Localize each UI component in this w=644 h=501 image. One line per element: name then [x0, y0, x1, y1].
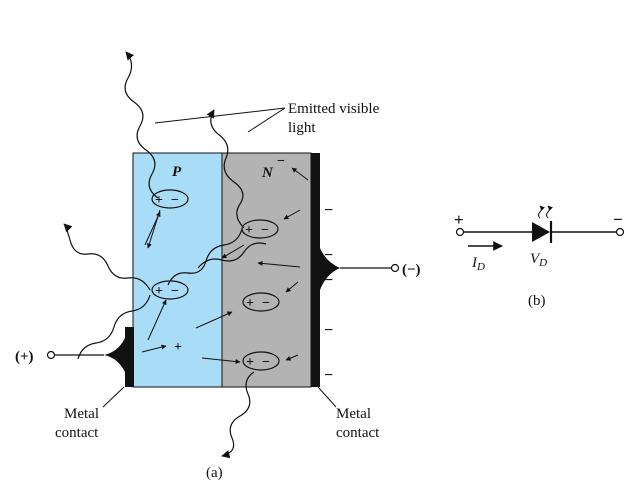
- n-region: [221, 152, 312, 388]
- n-region-label: N: [261, 165, 274, 181]
- pair-3: [151, 280, 189, 300]
- svg-text:−: −: [262, 296, 270, 311]
- svg-text:−: −: [171, 284, 179, 299]
- photon-wave-5: [77, 294, 151, 360]
- right-solder-joint: [320, 248, 340, 290]
- pair-4: [242, 292, 280, 312]
- left-contact-label-2: contact: [55, 425, 99, 441]
- emitted-pointer-1: [154, 107, 286, 124]
- right-terminal: [390, 263, 400, 273]
- pair-1: [151, 189, 189, 209]
- led-plus-sign: +: [454, 210, 464, 229]
- left-solder-joint: [104, 338, 125, 372]
- photon-wave-2: [206, 109, 245, 229]
- emitted-light-label-line1: Emitted visible: [288, 101, 380, 117]
- photon-wave-7: [197, 242, 267, 269]
- photon-wave-6: [221, 371, 255, 459]
- caption-a: (a): [206, 465, 223, 481]
- emitted-pointer-2: [247, 107, 286, 133]
- carrier-arrows: [141, 167, 309, 365]
- svg-text:−: −: [324, 367, 333, 384]
- carrier-pairs: [151, 189, 280, 371]
- svg-text:−: −: [324, 272, 333, 289]
- led-light-wave-2: [546, 205, 553, 219]
- led-minus-sign: −: [613, 210, 623, 229]
- photon-waves: [63, 51, 267, 459]
- svg-text:−: −: [324, 247, 333, 264]
- svg-text:−: −: [262, 355, 270, 370]
- svg-text:−: −: [261, 223, 269, 238]
- minus-terminal-label: (−): [402, 262, 421, 278]
- p-region: [132, 152, 223, 388]
- svg-text:−: −: [277, 154, 285, 169]
- metal-contact-right: [311, 153, 320, 387]
- emitted-light-label-line2: light: [288, 120, 316, 136]
- svg-text:−: −: [324, 202, 333, 219]
- pair-5: [242, 351, 280, 371]
- right-contact-label-2: contact: [336, 425, 380, 441]
- right-contact-label-1: Metal: [336, 406, 371, 422]
- p-region-label: P: [172, 164, 182, 180]
- current-label: ID: [471, 255, 485, 273]
- caption-b: (b): [528, 293, 546, 309]
- voltage-label: VD: [530, 251, 547, 269]
- metal-contact-left: [125, 327, 134, 387]
- svg-text:+: +: [246, 296, 254, 311]
- svg-text:+: +: [155, 193, 163, 208]
- led-right-terminal: [615, 227, 625, 237]
- svg-text:−: −: [324, 322, 333, 339]
- led-symbol: [455, 205, 625, 251]
- photon-wave-1: [124, 51, 159, 199]
- led-light-wave-1: [538, 205, 545, 219]
- pair-2: [241, 219, 279, 239]
- left-contact-leader: [102, 386, 125, 408]
- led-left-terminal: [455, 227, 465, 237]
- contact-minus-charges: − − − − −: [324, 202, 333, 384]
- carrier-signs: + − + − + − + − + − + −: [155, 154, 285, 370]
- led-triangle: [532, 222, 550, 242]
- svg-text:−: −: [171, 193, 179, 208]
- svg-text:+: +: [245, 223, 253, 238]
- svg-text:+: +: [174, 340, 182, 355]
- plus-terminal-label: (+): [15, 349, 34, 365]
- svg-text:+: +: [155, 284, 163, 299]
- photon-wave-3: [63, 223, 151, 291]
- left-contact-label-1: Metal: [64, 406, 99, 422]
- left-terminal: [46, 350, 56, 360]
- svg-text:+: +: [246, 355, 254, 370]
- right-contact-leader: [317, 386, 337, 408]
